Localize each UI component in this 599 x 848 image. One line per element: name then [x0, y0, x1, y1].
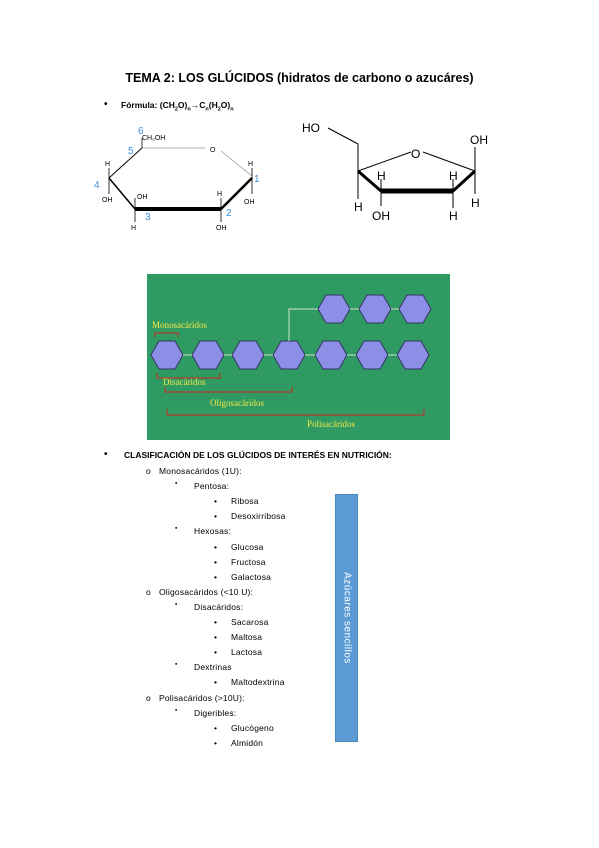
carbon-number-5: 5 [128, 146, 134, 157]
oh-label: OH [137, 194, 148, 201]
list-marker: o [146, 466, 151, 476]
list-item: Glucógeno [231, 722, 274, 733]
list-marker: • [214, 647, 217, 658]
hexagon-icon [317, 294, 351, 324]
list-item: Pentosa: [194, 481, 230, 492]
h-label: H [131, 225, 136, 232]
list-item: Fructosa [231, 556, 266, 567]
list-marker: • [214, 737, 217, 748]
list-item: Maltodextrina [231, 677, 285, 688]
h-label: H [377, 169, 386, 183]
list-item: Disacáridos: [194, 601, 244, 612]
h-label: H [471, 196, 480, 210]
list-item: Glucosa [231, 541, 264, 552]
ch2oh-label: CH₂OH [142, 135, 165, 142]
ring-oxygen: O [411, 147, 420, 161]
disacaridos-label: Disacáridos [163, 377, 206, 387]
h-label: H [248, 161, 253, 168]
h-label: H [449, 209, 458, 223]
hexagon-icon [150, 340, 184, 370]
list-marker: • [214, 571, 217, 582]
oh-label: OH [244, 199, 255, 206]
list-marker: • [214, 677, 217, 688]
classification-heading: CLASIFICACIÓN DE LOS GLÚCIDOS DE INTERÉS… [124, 450, 392, 460]
list-marker: • [214, 511, 217, 522]
list-marker: ▪ [175, 600, 178, 608]
list-marker: • [214, 496, 217, 507]
monosacaridos-label: Monosacáridos [152, 320, 207, 330]
list-item: Ribosa [231, 496, 259, 507]
list-marker: • [214, 541, 217, 552]
h-label: H [105, 161, 110, 168]
formula-text: Fórmula: (CH2O)n→Cn(H2O)n [121, 100, 234, 113]
carbon-number-1: 1 [254, 174, 260, 185]
h-label: H [217, 191, 222, 198]
list-item: Almidón [231, 737, 264, 748]
hexagon-icon [272, 340, 306, 370]
list-item: Desoxirribosa [231, 511, 286, 522]
list-marker: ▪ [175, 480, 178, 488]
hexagon-icon [191, 340, 225, 370]
carbon-number-4: 4 [94, 180, 100, 191]
hexagon-icon [231, 340, 265, 370]
hexagon-icon [314, 340, 348, 370]
list-item: Hexosas: [194, 526, 232, 537]
hexagon-icon [396, 340, 430, 370]
hexagon-chain [150, 294, 432, 416]
list-marker: o [146, 692, 151, 703]
ho-label: HO [302, 121, 320, 135]
oh-label: OH [216, 225, 227, 232]
carbon-number-6: 6 [138, 126, 144, 137]
list-item: Oligosacáridos (<10 U): [159, 586, 254, 597]
hexagon-icon [398, 294, 432, 324]
sidebox-label: Azúcares sencillos [341, 572, 352, 664]
oh-label: OH [470, 133, 488, 147]
bullet: • [104, 99, 108, 110]
list-item: Digeribles: [194, 707, 237, 718]
list-item: Lactosa [231, 647, 263, 658]
formula-label: Fórmula: [121, 100, 160, 110]
list-marker: ▪ [175, 661, 178, 669]
ring-oxygen: O [210, 147, 216, 154]
pyranose-structure: CH₂OH O H OH OH H H OH H OH 6 5 4 3 2 1 [94, 126, 260, 232]
list-marker: ▪ [175, 525, 178, 533]
oh-label: OH [372, 209, 390, 223]
arrow-icon: → [190, 100, 200, 110]
list-item: Dextrinas [194, 662, 232, 673]
carbon-number-2: 2 [226, 208, 232, 219]
page-title: TEMA 2: LOS GLÚCIDOS (hidratos de carbon… [125, 71, 474, 85]
h-label: H [354, 200, 363, 214]
list-item: Monosacáridos (1U): [159, 466, 242, 476]
h-label: H [449, 169, 458, 183]
list-marker: ▪ [175, 706, 178, 714]
list-marker: • [214, 722, 217, 733]
list-item: Galactosa [231, 571, 272, 582]
oligosacaridos-label: Oligosacáridos [210, 398, 264, 408]
oh-label: OH [102, 197, 113, 204]
polisacaridos-label: Polisacáridos [307, 419, 355, 429]
list-marker: • [214, 556, 217, 567]
list-marker: o [146, 586, 151, 597]
carbon-number-3: 3 [145, 212, 151, 223]
hexagon-icon [358, 294, 392, 324]
list-marker: • [214, 617, 217, 627]
furanose-structure: HO O OH H H OH H H H [302, 121, 488, 223]
list-item: Maltosa [231, 632, 263, 643]
azucares-sencillos-box: Azúcares sencillos [335, 494, 358, 742]
bullet: • [104, 449, 108, 460]
list-marker: • [214, 632, 217, 643]
list-item: Polisacáridos (>10U): [159, 692, 245, 703]
list-item: Sacarosa [231, 617, 269, 627]
polysaccharide-diagram: Monosacáridos Disacáridos Oligosacáridos… [147, 274, 450, 440]
hexagon-icon [355, 340, 389, 370]
